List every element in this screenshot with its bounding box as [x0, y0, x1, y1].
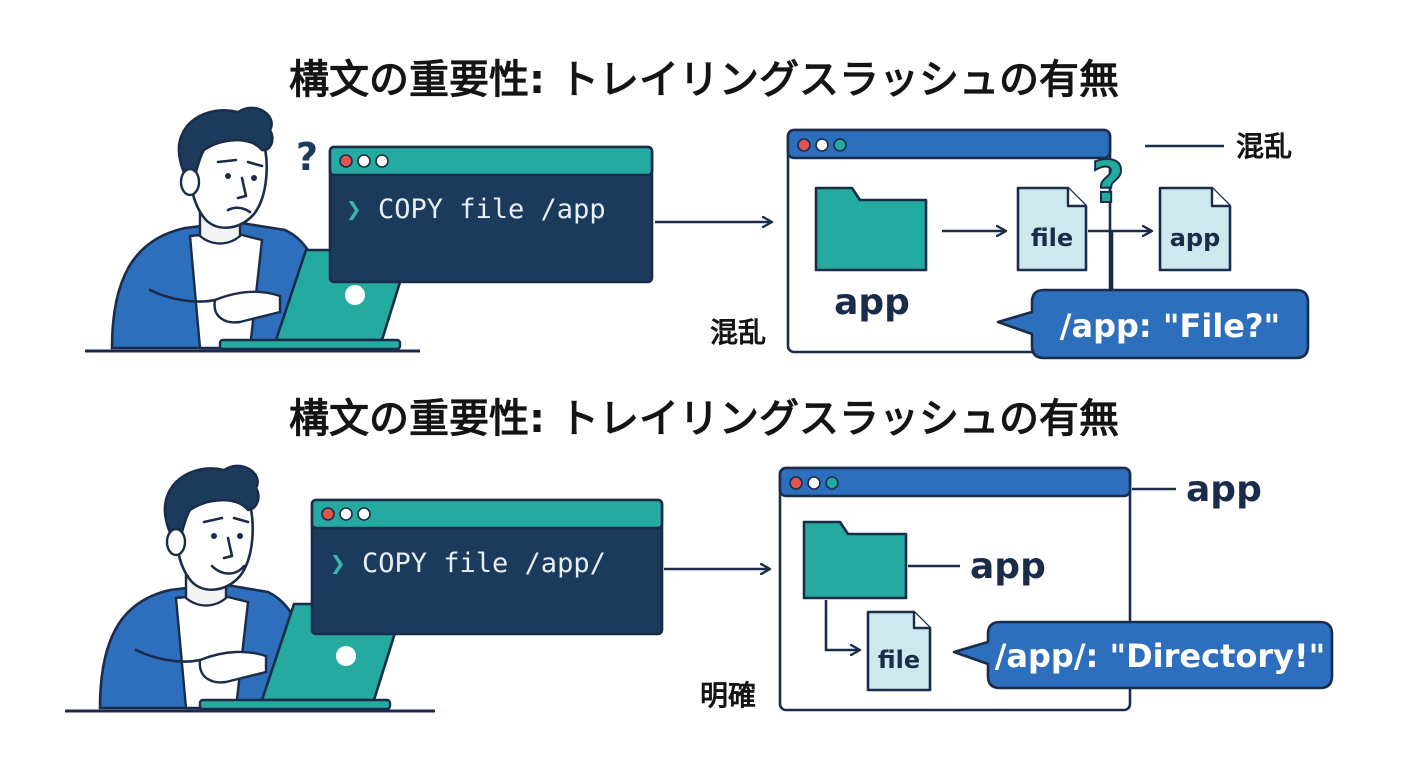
top-question-small: ? [296, 135, 318, 179]
top-file-label: file [1031, 224, 1073, 252]
top-title: 構文の重要性: トレイリングスラッシュの有無 [289, 57, 1119, 103]
bottom-terminal-prompt: ❯ [330, 549, 346, 579]
top-target-file-icon [1158, 186, 1232, 272]
bottom-terminal-window: ❯ COPY file /app/ [310, 498, 664, 636]
bottom-panel: 構文の重要性: トレイリングスラッシュの有無 [65, 396, 1334, 713]
top-terminal-command: COPY file /app [378, 194, 606, 225]
bottom-side-label-bottom: 明確 [700, 679, 756, 712]
top-target-label: app [1170, 224, 1221, 252]
bottom-folder-label: app [970, 546, 1046, 587]
bottom-title: 構文の重要性: トレイリングスラッシュの有無 [289, 396, 1119, 442]
top-browser-window [786, 128, 1112, 354]
bottom-file-label: file [878, 646, 920, 674]
bottom-terminal-command: COPY file /app/ [362, 548, 606, 579]
bottom-window-label: app [1186, 469, 1262, 510]
top-side-label-bottom: 混乱 [710, 316, 766, 349]
top-folder-icon [814, 186, 928, 272]
top-speech-bubble [996, 288, 1310, 360]
top-bubble-text: /app: "File?" [1060, 307, 1280, 345]
top-person-illustration [85, 106, 420, 353]
top-terminal-prompt: ❯ [346, 195, 362, 225]
top-question-big-icon: ? [1091, 148, 1125, 216]
bottom-bubble-text: /app/: "Directory!" [995, 637, 1326, 675]
bottom-file-icon [866, 610, 932, 692]
bottom-speech-bubble [952, 620, 1334, 690]
top-side-label-right: 混乱 [1236, 130, 1292, 163]
top-terminal-window: ❯ COPY file /app [328, 145, 654, 284]
top-panel: 構文の重要性: トレイリングスラッシュの有無 ? [85, 57, 1310, 360]
bottom-folder-icon [802, 520, 908, 600]
top-folder-label: app [834, 282, 910, 323]
top-file-icon [1016, 186, 1088, 272]
bottom-tree-arrow [824, 600, 860, 650]
